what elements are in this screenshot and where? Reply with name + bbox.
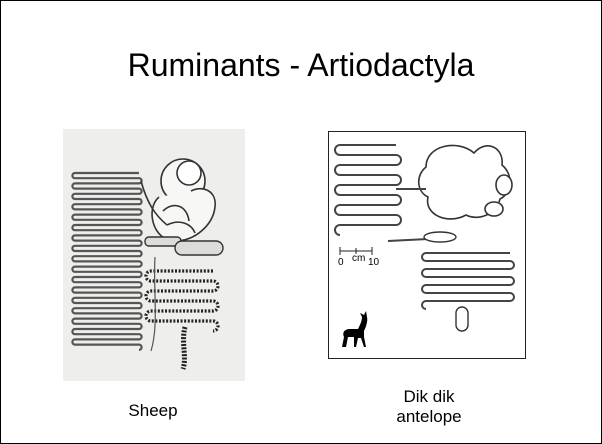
dikdik-caption-line1: Dik dik <box>381 387 477 407</box>
dikdik-gut-illustration: 0 cm 10 <box>328 131 526 359</box>
sheep-caption: Sheep <box>113 401 193 421</box>
scale-zero: 0 <box>338 257 344 268</box>
scale-unit: cm <box>352 253 365 264</box>
sheep-gut-illustration <box>63 129 245 381</box>
sheep-figure <box>63 129 245 381</box>
slide-title: Ruminants - Artiodactyla <box>1 45 601 85</box>
dikdik-caption-line2: antelope <box>381 407 477 427</box>
dikdik-figure: 0 cm 10 <box>328 131 526 359</box>
scale-max: 10 <box>368 257 380 268</box>
dikdik-caption: Dik dik antelope <box>381 387 477 427</box>
